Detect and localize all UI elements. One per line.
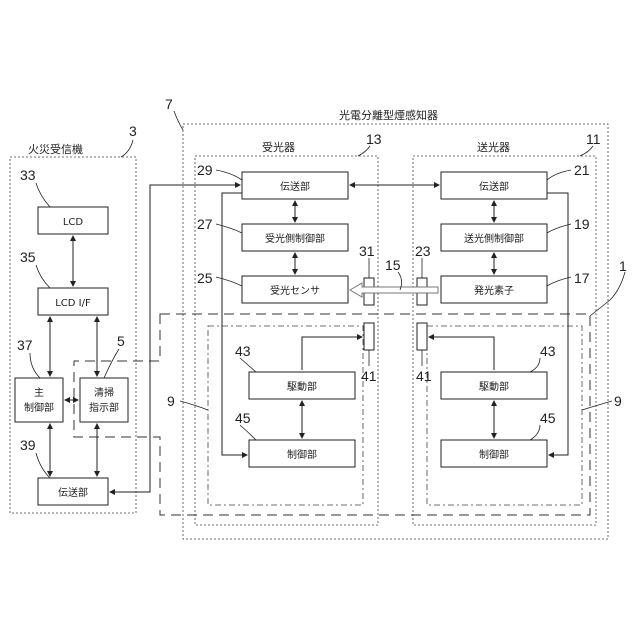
ref-39: 39 bbox=[20, 437, 36, 453]
transmitter-ctrl-label: 制御部 bbox=[479, 448, 509, 461]
ref-35: 35 bbox=[20, 249, 36, 265]
cleaning-instruction-box bbox=[80, 378, 128, 422]
fire-receiver-title: 火災受信機 bbox=[28, 142, 83, 156]
transmitter-wiper bbox=[417, 323, 427, 350]
transmitter-transmission-label: 伝送部 bbox=[479, 180, 509, 193]
ref-1: 1 bbox=[619, 258, 627, 274]
ref-25: 25 bbox=[197, 270, 213, 286]
lcd-if-label: LCD I/F bbox=[55, 298, 91, 309]
ref-23: 23 bbox=[415, 243, 431, 259]
ref-11: 11 bbox=[586, 131, 601, 147]
lcd-label: LCD bbox=[63, 217, 84, 228]
ref-29: 29 bbox=[197, 162, 213, 178]
ref-27: 27 bbox=[197, 216, 213, 232]
ref-33: 33 bbox=[20, 167, 36, 183]
cleaning-unit-right-frame bbox=[427, 326, 582, 505]
ref-45-left: 45 bbox=[235, 410, 251, 426]
ref-43-left: 43 bbox=[235, 343, 251, 359]
transmitter-control-label: 送光側制御部 bbox=[464, 232, 524, 245]
cleaning-unit-left-frame bbox=[208, 326, 363, 505]
receiver-transmission-label: 伝送部 bbox=[280, 180, 310, 193]
receiver-drive-label: 駆動部 bbox=[287, 380, 317, 393]
ref-15: 15 bbox=[385, 257, 401, 273]
receiver-ctrl-label: 制御部 bbox=[287, 448, 317, 461]
ref-37: 37 bbox=[17, 337, 33, 353]
receiver-title: 受光器 bbox=[262, 140, 295, 154]
cleaning-device-frame bbox=[74, 314, 590, 515]
ref-45-right: 45 bbox=[540, 410, 556, 426]
ref-3: 3 bbox=[129, 123, 137, 139]
main-control-box bbox=[15, 378, 63, 422]
ref-13: 13 bbox=[366, 131, 382, 147]
detector-title: 光電分離型煙感知器 bbox=[339, 108, 438, 122]
ref-31: 31 bbox=[359, 243, 375, 259]
ref-19: 19 bbox=[574, 216, 590, 232]
cleaning-instruction-label-1: 清掃 bbox=[94, 386, 114, 399]
receiver-control-label: 受光側制御部 bbox=[265, 232, 325, 245]
transmitter-title: 送光器 bbox=[477, 140, 510, 154]
ref-9-left: 9 bbox=[167, 393, 175, 409]
receiver-sensor-label: 受光センサ bbox=[270, 284, 320, 297]
transmitter-drive-label: 駆動部 bbox=[479, 380, 509, 393]
transmitter-frame bbox=[413, 156, 596, 525]
ref-7: 7 bbox=[165, 96, 173, 112]
cleaning-instruction-label-2: 指示部 bbox=[89, 401, 119, 414]
receiver-wiper bbox=[364, 323, 374, 350]
ref-21: 21 bbox=[574, 162, 590, 178]
ref-17: 17 bbox=[574, 270, 590, 286]
ref-43-right: 43 bbox=[540, 343, 556, 359]
ref-41-left: 41 bbox=[361, 368, 377, 384]
transmitter-emitter-label: 発光素子 bbox=[474, 284, 514, 297]
ref-41-right: 41 bbox=[416, 368, 432, 384]
main-control-label-2: 制御部 bbox=[24, 401, 54, 414]
main-control-label-1: 主 bbox=[34, 387, 44, 399]
ref-9-right: 9 bbox=[614, 393, 622, 409]
ref-5: 5 bbox=[117, 333, 125, 349]
panel-transmission-label: 伝送部 bbox=[58, 486, 88, 499]
